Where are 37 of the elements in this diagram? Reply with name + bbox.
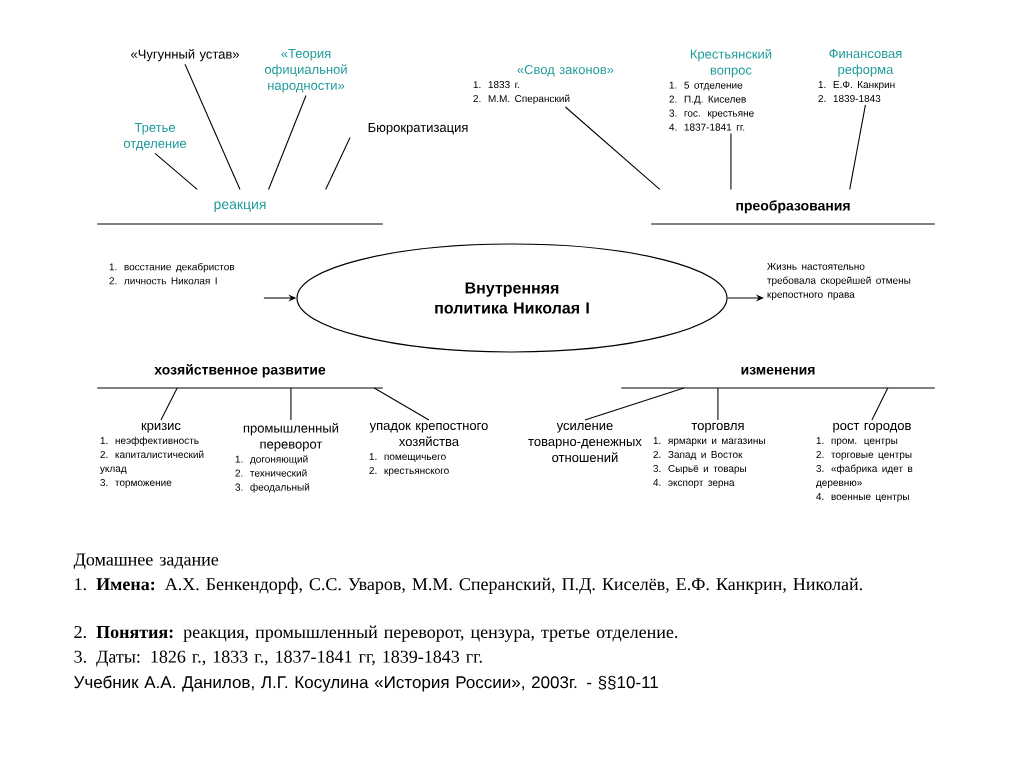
topic-list: упадок крепостного хозяйства 1. помещичьего 2. крестьянского — [369, 422, 488, 476]
topic-list: рост городов 1. пром. центры 2. торговые центры 3. «фабрика идет в деревню» 4. военные центры — [816, 422, 913, 502]
branch-heading: изменения — [620, 366, 936, 389]
connector-line — [268, 94, 307, 190]
topic-list: кризис 1. неэффективность 2. капиталистический уклад 3. торможение — [99, 422, 204, 488]
connector-line — [849, 104, 866, 190]
connector-line — [154, 152, 198, 190]
topic-label: Третье отделение — [123, 122, 187, 151]
note-text: 2. Понятия: реакция, промышленный переворот, цензура, третье отделение. — [74, 625, 678, 642]
branch-heading: хозяйственное развитие — [96, 364, 384, 389]
connector-line — [871, 387, 889, 421]
topic-list: Финансовая реформа 1. Е.Ф. Канкрин 2. 1839-1843 — [818, 48, 902, 103]
note-text: Домашнее задание — [73, 553, 219, 570]
topic-list: промышленный переворот 1. догоняющий 2. технический 3. феодальный — [235, 422, 339, 493]
topic-label: «Чугунный устав» — [131, 48, 240, 62]
connector-line — [584, 387, 685, 421]
connector-line — [717, 387, 719, 421]
note-text: Учебник А.А. Данилов, Л.Г. Косулина «История России», 2003г. - §§10-11 — [74, 675, 658, 692]
connector-line — [290, 387, 292, 421]
topic-label: усиление товарно-денежных отношений — [528, 422, 642, 463]
connector-line — [325, 136, 351, 190]
connector-line — [564, 106, 661, 190]
connector-line — [160, 387, 178, 421]
connector-line — [184, 63, 241, 190]
topic-list: торговля 1. ярмарки и магазины 2. Запад и Восток 3. Сырьё и товары 4. экспорт зерна — [653, 422, 765, 488]
connector-line — [730, 133, 732, 190]
topic-label: «Теория официальной народности» — [265, 48, 347, 93]
topic-list: «Свод законов» 1. 1833 г. 2. М.М. Сперанский — [473, 64, 614, 105]
note-text: Жизнь настоятельно требовала скорейшей отмены крепостного права — [767, 262, 911, 300]
topic-label: Бюрократизация — [368, 122, 468, 135]
note-text: 1. Имена: А.Х. Бенкендорф, С.С. Уваров, М.М. Сперанский, П.Д. Киселёв, Е.Ф. Канкрин, Николай. — [75, 577, 862, 594]
topic-list: Крестьянский вопрос 1. 5 отделение 2. П.Д. Киселев 3. гос. крестьяне 4. 1837-1841 гг. — [669, 48, 772, 131]
note-text: 3. Даты: 1826 г., 1833 г., 1837-1841 гг, 1839-1843 гг. — [74, 650, 482, 667]
branch-heading: преобразования — [650, 200, 936, 225]
connector-line — [373, 387, 430, 421]
branch-heading: реакция — [96, 201, 384, 225]
note-text: 1. восстание декабристов 2. личность Николая I — [109, 262, 235, 285]
